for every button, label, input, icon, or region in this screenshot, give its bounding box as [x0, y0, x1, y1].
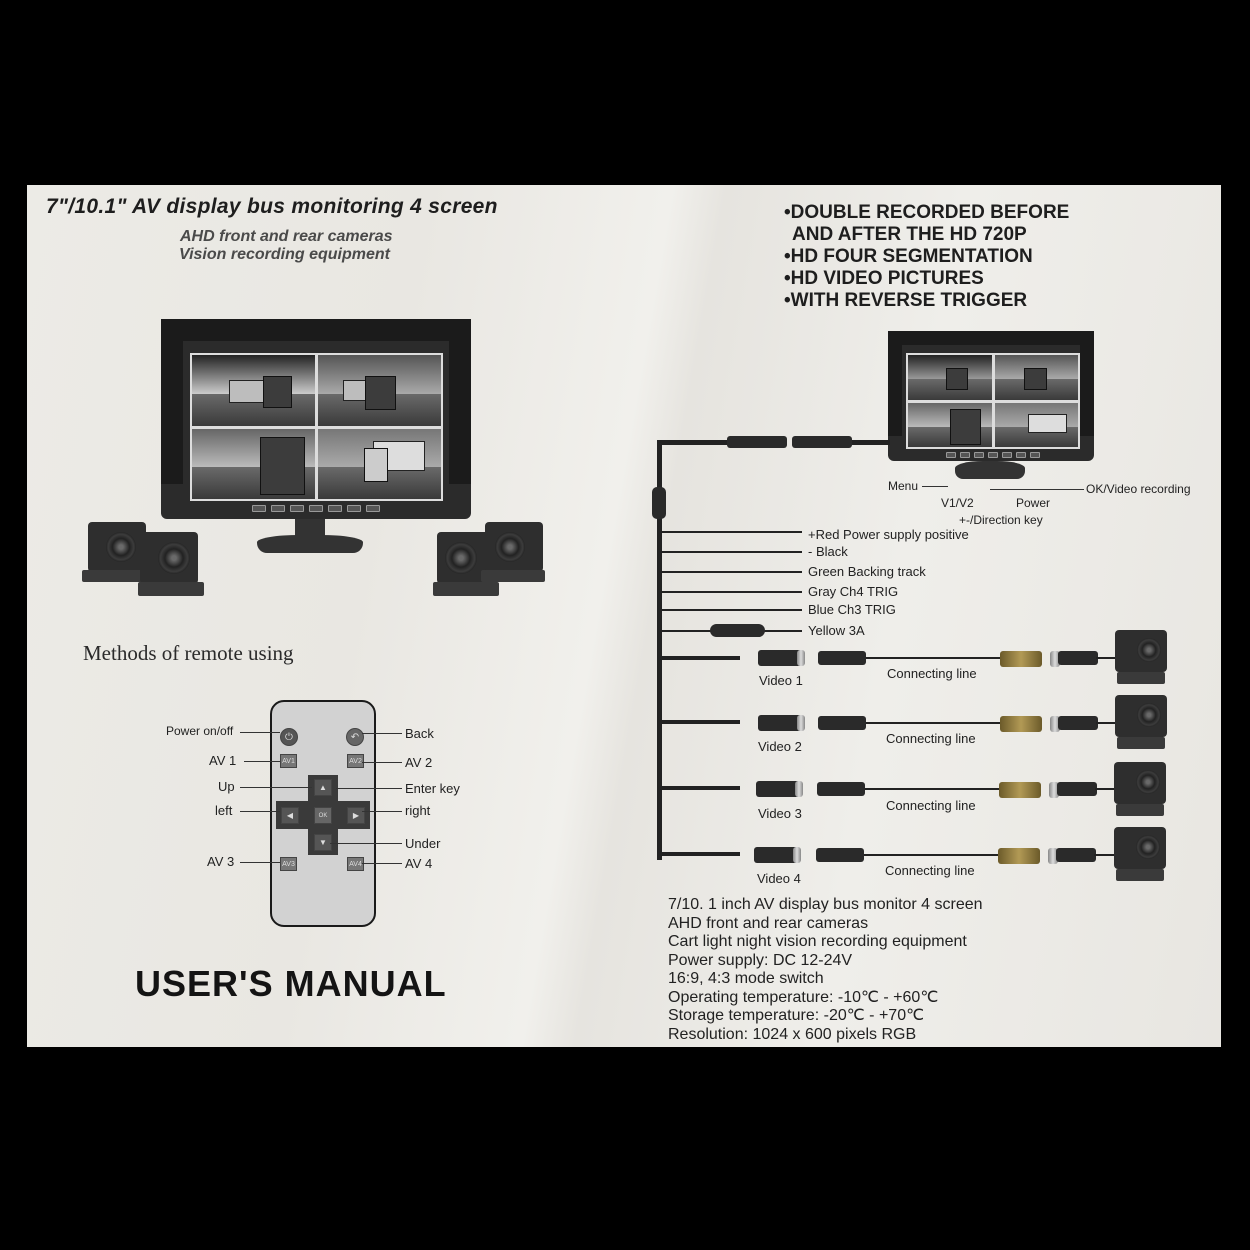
- users-manual-title: USER'S MANUAL: [135, 963, 447, 1004]
- wire-green: Green Backing track: [808, 564, 926, 579]
- spec-line: 16:9, 4:3 mode switch: [668, 970, 824, 987]
- camera-icon: [1115, 630, 1167, 684]
- manual-sheet: [27, 185, 1221, 1047]
- av3-button[interactable]: AV3: [280, 857, 297, 871]
- spec-line: 7/10. 1 inch AV display bus monitor 4 sc…: [668, 896, 983, 913]
- connecting-line-label: Connecting line: [887, 666, 977, 681]
- wire-red: +Red Power supply positive: [808, 527, 969, 542]
- callout-v1v2: V1/V2: [941, 496, 974, 510]
- feature-list: •DOUBLE RECORDED BEFORE AND AFTER THE HD…: [784, 202, 1069, 312]
- specifications: 7/10. 1 inch AV display bus monitor 4 sc…: [668, 896, 983, 1044]
- label-power: Power on/off: [166, 724, 234, 738]
- remote-heading: Methods of remote using: [83, 641, 294, 665]
- video-label: Video 3: [758, 806, 802, 821]
- label-right: right: [405, 803, 431, 818]
- main-harness-cable: [657, 440, 662, 860]
- left-subtitle-1: AHD front and rear cameras: [180, 228, 393, 245]
- diagram-monitor: [888, 331, 1094, 461]
- feature-item: •HD FOUR SEGMENTATION: [784, 246, 1033, 267]
- wire-gray: Gray Ch4 TRIG: [808, 584, 899, 599]
- quad-screen: [906, 353, 1080, 449]
- screen-pane-3: [192, 428, 315, 499]
- label-up: Up: [218, 779, 235, 794]
- feature-item: •HD VIDEO PICTURES: [784, 268, 984, 289]
- monitor-stand-base: [257, 535, 363, 553]
- wire-black: - Black: [808, 544, 848, 559]
- left-page-title: 7"/10.1" AV display bus monitoring 4 scr…: [46, 195, 498, 218]
- right-button[interactable]: ▶: [347, 807, 365, 824]
- inline-fuse-holder: [652, 487, 666, 519]
- feature-item: AND AFTER THE HD 720P: [792, 224, 1027, 245]
- spec-line: Resolution: 1024 x 600 pixels RGB: [668, 1025, 917, 1043]
- camera-icon: [1115, 695, 1167, 749]
- quad-screen: [190, 353, 443, 501]
- video-label: Video 2: [758, 739, 802, 754]
- connecting-line-label: Connecting line: [886, 731, 976, 746]
- screen-pane-1: [192, 355, 315, 426]
- video-label: Video 1: [759, 673, 803, 688]
- camera-icon: [1114, 827, 1166, 881]
- label-av2: AV 2: [405, 755, 433, 770]
- av2-button[interactable]: AV2: [347, 754, 364, 768]
- monitor-buttons: [221, 505, 411, 512]
- label-av1: AV 1: [209, 753, 237, 768]
- callout-power: Power: [1016, 496, 1051, 510]
- label-left: left: [215, 803, 233, 818]
- label-back: Back: [405, 726, 434, 741]
- ok-button[interactable]: OK: [314, 807, 332, 824]
- wire-yellow: Yellow 3A: [808, 623, 865, 638]
- label-av3: AV 3: [207, 854, 235, 869]
- monitor-stand: [955, 461, 1025, 479]
- remote-control: ⏻ ↶ AV1 AV2 ▲ OK ▼ ◀ ▶ AV3 AV4: [270, 700, 376, 927]
- up-button[interactable]: ▲: [314, 779, 332, 796]
- spec-line: Power supply: DC 12-24V: [668, 951, 853, 969]
- down-button[interactable]: ▼: [314, 834, 332, 851]
- av1-button[interactable]: AV1: [280, 754, 297, 768]
- spec-line: AHD front and rear cameras: [668, 914, 869, 932]
- fuse-icon: [710, 624, 765, 637]
- screen-pane-2: [318, 355, 441, 426]
- product-monitor: [161, 319, 471, 519]
- label-under: Under: [405, 836, 441, 851]
- feature-item: •DOUBLE RECORDED BEFORE: [784, 202, 1070, 223]
- camera-icon: [1114, 762, 1166, 816]
- feature-item: •WITH REVERSE TRIGGER: [784, 290, 1028, 311]
- screen-pane-4: [318, 428, 441, 499]
- spec-line: Operating temperature: -10℃ - +60℃: [668, 988, 939, 1006]
- video-label: Video 4: [757, 871, 801, 886]
- camera-icon: [138, 532, 204, 596]
- spec-line: Storage temperature: -20℃ - +70℃: [668, 1007, 925, 1024]
- wire-blue: Blue Ch3 TRIG: [808, 602, 896, 617]
- callout-menu: Menu: [888, 479, 919, 493]
- camera-icon: [481, 522, 545, 582]
- power-connector-female: [792, 436, 852, 448]
- label-enter: Enter key: [405, 781, 460, 796]
- connecting-line-label: Connecting line: [886, 798, 976, 813]
- power-connector-male: [727, 436, 787, 448]
- left-subtitle-2: Vision recording equipment: [179, 246, 390, 263]
- spec-line: Cart light night vision recording equipm…: [668, 933, 967, 950]
- connecting-line-label: Connecting line: [885, 863, 975, 878]
- left-button[interactable]: ◀: [281, 807, 299, 824]
- power-button[interactable]: ⏻: [280, 728, 298, 746]
- av4-button[interactable]: AV4: [347, 857, 364, 871]
- camera-icon: [82, 522, 146, 582]
- back-button[interactable]: ↶: [346, 728, 364, 746]
- callout-ok-recording: OK/Video recording: [1086, 482, 1191, 496]
- label-av4: AV 4: [405, 856, 433, 871]
- callout-direction-key: +-/Direction key: [959, 513, 1043, 527]
